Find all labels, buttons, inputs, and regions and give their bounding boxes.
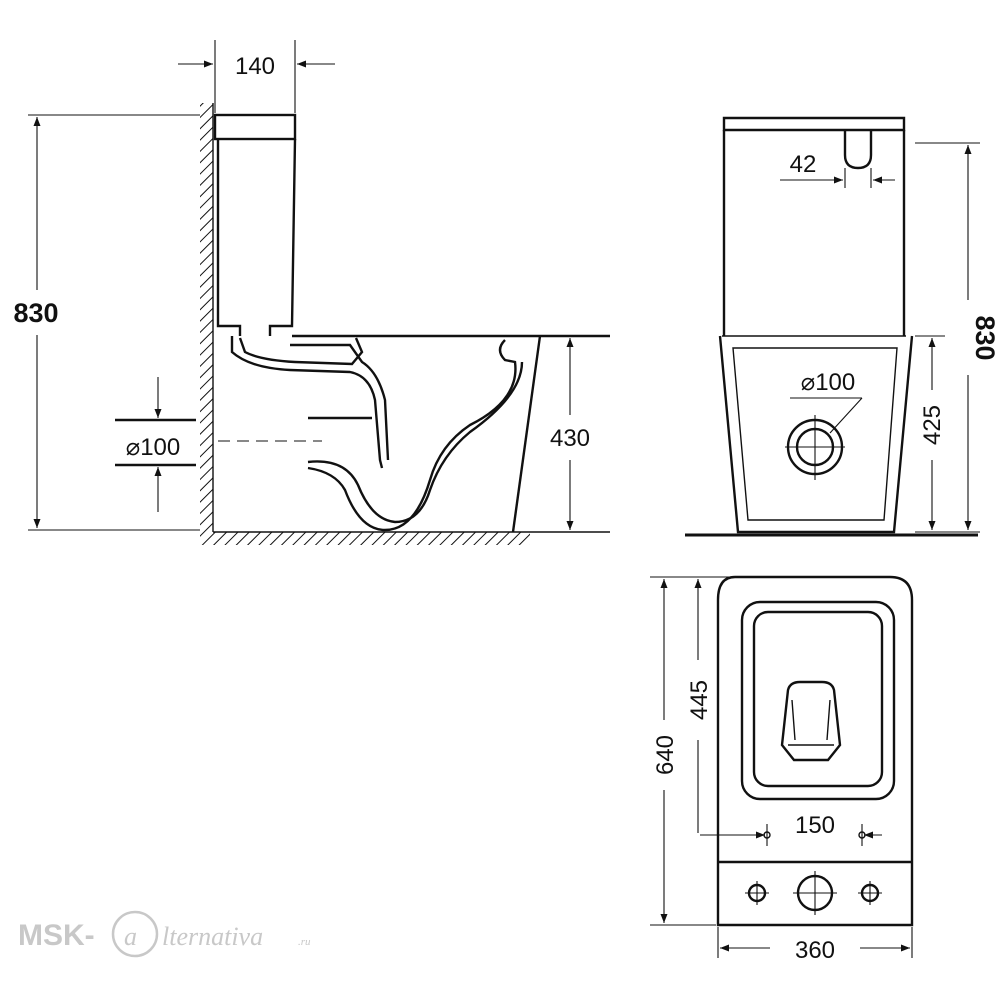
dim-tank-depth: 140: [235, 53, 275, 80]
dim-bowl-length: 445: [686, 680, 713, 720]
side-view: 140 830 ⌀100 430: [13, 40, 610, 545]
front-view: ⌀100 42 830 425: [685, 116, 1000, 537]
dim-front-outlet-diameter: ⌀100: [801, 369, 856, 396]
bowl-inner-curve: [307, 339, 517, 532]
dim-top-width: 360: [795, 937, 835, 964]
flush-channel: [230, 336, 384, 469]
front-pedestal: [718, 335, 914, 534]
dim-side-outlet-diameter: ⌀100: [126, 434, 181, 461]
siphon-lower: [307, 361, 524, 524]
rim-return: [290, 343, 390, 461]
dim-seat-height: 430: [550, 425, 590, 452]
svg-text:.ru: .ru: [298, 936, 311, 948]
svg-text:lternativa: lternativa: [162, 922, 263, 951]
dim-outlet-height: 425: [919, 405, 946, 445]
front-tank: [722, 130, 906, 336]
dim-front-height: 830: [970, 315, 1000, 360]
top-outer: [716, 575, 914, 927]
bolt-hole-left: [745, 881, 769, 905]
bolt-hole-right: [858, 881, 882, 905]
svg-text:a: a: [124, 922, 137, 951]
bowl-front: [511, 335, 542, 533]
flush-button: [843, 130, 873, 170]
floor-hatch: [200, 532, 530, 545]
top-drain: [780, 680, 842, 762]
front-lid: [722, 116, 906, 132]
svg-text:MSK-: MSK-: [18, 919, 95, 952]
flush-channel-inner: [238, 337, 364, 366]
dim-side-height: 830: [13, 298, 58, 328]
dim-top-length: 640: [652, 735, 679, 775]
dim-bolt-spacing: 150: [795, 812, 835, 839]
top-bowl: [752, 610, 884, 788]
outlet-hole: [793, 871, 837, 915]
dim-button-offset: 42: [790, 151, 817, 178]
top-view: 150 640 445 360: [650, 575, 914, 964]
tank-lid: [213, 113, 297, 141]
watermark-logo: MSK- a lternativa .ru: [18, 910, 311, 958]
front-pedestal-inner: [732, 347, 898, 521]
top-seat: [740, 600, 896, 801]
tank-body: [216, 138, 297, 336]
wall-hatch: [200, 103, 213, 545]
